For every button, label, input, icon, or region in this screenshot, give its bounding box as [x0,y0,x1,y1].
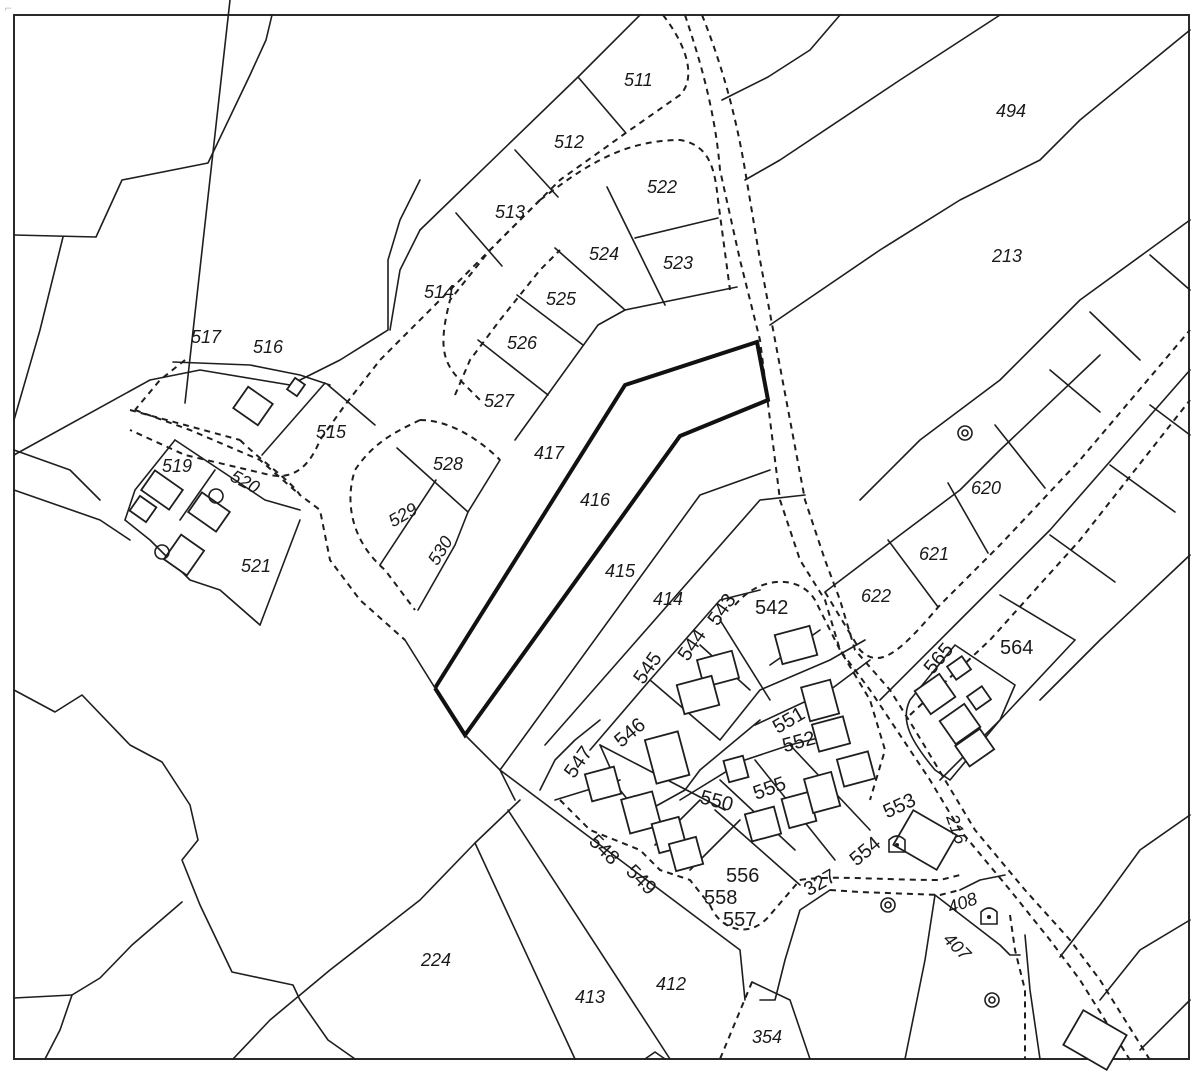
parcel-label-530[interactable]: 530 [424,532,457,568]
parcel-label-519[interactable]: 519 [162,456,192,476]
parcel-label-528[interactable]: 528 [433,454,463,474]
parcel-label-515[interactable]: 515 [316,422,347,442]
parcel-label-511[interactable]: 511 [624,70,653,90]
parcel-label-414[interactable]: 414 [653,589,683,609]
parcel-label-557[interactable]: 557 [723,909,756,931]
parcel-label-523[interactable]: 523 [663,253,693,273]
parcel-label-520[interactable]: 520 [227,466,263,498]
parcel-label-622[interactable]: 622 [861,586,891,606]
parcel-label-407[interactable]: 407 [939,929,975,965]
survey-point-icon [984,992,1000,1008]
parcel-boundaries-407-408 [759,874,1041,1060]
parcel-boundaries-528-530 [379,447,501,611]
buildings-southeast [583,624,958,873]
parcel-label-522[interactable]: 522 [647,177,677,197]
survey-point-icon [957,425,973,441]
parcel-label-556[interactable]: 556 [726,865,759,887]
parcel-label-514[interactable]: 514 [424,282,454,302]
parcel-label-621[interactable]: 621 [919,544,949,564]
parcel-boundaries-620-622 [824,254,1191,781]
parcel-boundaries-542-558 [499,580,886,1001]
parcel-label-224[interactable]: 224 [420,950,451,970]
parcel-boundaries-511-514 [327,14,641,426]
parcel-boundaries-565 [905,644,1016,781]
road-northwest [129,14,731,641]
monument-icon [888,835,906,853]
parcel-boundaries-515-521 [124,0,331,626]
parcel-label-550[interactable]: 550 [698,786,736,816]
survey-point-icons [880,425,1000,1008]
parcel-label-564[interactable]: 564 [1000,637,1033,659]
parcel-label-417[interactable]: 417 [534,443,565,463]
parcel-label-415[interactable]: 415 [605,561,636,581]
parcel-boundaries-414-417 [404,469,806,801]
parcel-boundaries-south [13,689,811,1060]
parcel-label-558[interactable]: 558 [704,887,737,909]
parcel-label-529[interactable]: 529 [385,499,421,531]
parcel-label-213[interactable]: 213 [991,246,1022,266]
parcel-label-527[interactable]: 527 [484,391,515,411]
parcel-boundaries-494-213 [721,14,1191,501]
parcel-label-494[interactable]: 494 [996,101,1026,121]
corner-mark: ⌐ [4,4,12,15]
parcel-label-526[interactable]: 526 [507,333,538,353]
parcel-label-516[interactable]: 516 [253,337,284,357]
parcel-label-412[interactable]: 412 [656,974,686,994]
parcel-label-413[interactable]: 413 [575,987,605,1007]
road-north-south [684,14,1151,1061]
parcel-label-512[interactable]: 512 [554,132,584,152]
parcel-boundaries-east [1039,554,1191,1072]
parcel-label-542[interactable]: 542 [755,597,788,619]
parcel-boundaries-northwest [13,14,421,541]
parcel-boundaries-522-527 [477,186,738,441]
parcel-label-620[interactable]: 620 [971,478,1001,498]
parcel-label-408[interactable]: 408 [945,888,980,917]
parcel-label-545[interactable]: 545 [629,648,666,688]
monument-icon [980,907,998,925]
parcel-label-513[interactable]: 513 [495,202,525,222]
parcel-label-327[interactable]: 327 [800,865,840,901]
parcel-label-554[interactable]: 554 [846,832,886,870]
parcel-label-517[interactable]: 517 [191,327,222,347]
map-frame [13,14,1190,1060]
parcel-label-524[interactable]: 524 [589,244,619,264]
parcel-label-416[interactable]: 416 [580,490,611,510]
parcel-label-548[interactable]: 548 [584,830,623,869]
parcel-label-525[interactable]: 525 [546,289,577,309]
survey-point-icon [880,897,896,913]
parcel-label-521[interactable]: 521 [241,556,271,576]
parcel-label-354[interactable]: 354 [752,1027,782,1047]
